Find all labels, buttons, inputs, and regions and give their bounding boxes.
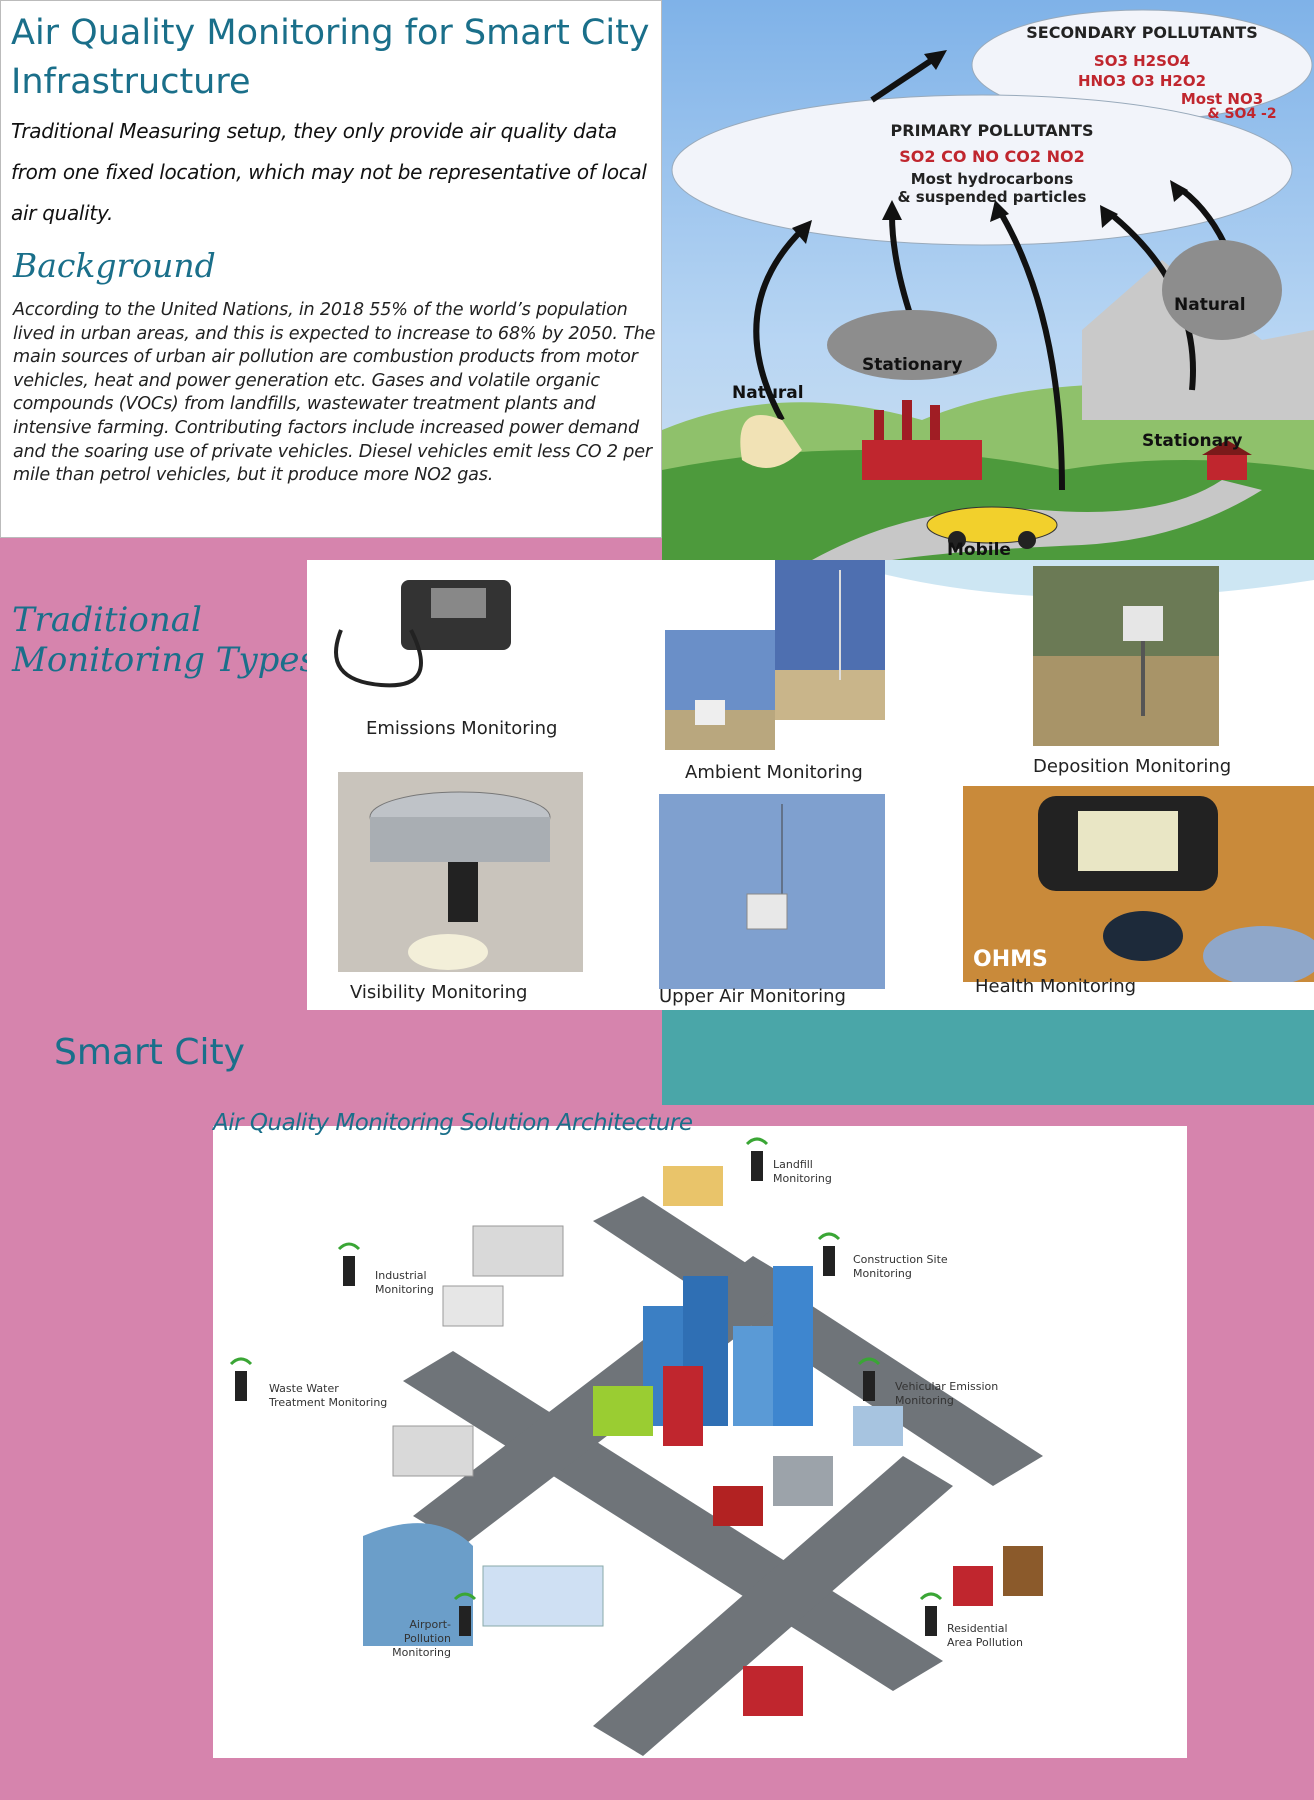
wastewater-sensor-icon [235, 1371, 247, 1401]
intro-panel: Air Quality Monitoring for Smart City In… [0, 0, 662, 538]
landfill-sensor-icon [751, 1151, 763, 1181]
poster-title: Air Quality Monitoring for Smart City In… [11, 13, 650, 102]
arrowhead-2 [792, 220, 812, 244]
deposition-monitoring-label: Deposition Monitoring [1033, 756, 1232, 777]
arrow-mobile [999, 213, 1065, 491]
construction-sensor-icon [823, 1246, 835, 1276]
visibility-monitoring-label: Visibility Monitoring [350, 982, 528, 1003]
vehicular-sensor-icon [863, 1371, 875, 1401]
upper-air-photo-image [659, 794, 885, 989]
emissions-device-image [334, 580, 511, 688]
airport-sensor-icon [459, 1606, 471, 1636]
arrowhead-5 [1100, 205, 1118, 228]
city-buildings [363, 1166, 1043, 1716]
airport-monitoring-label: Airport- Pollution Monitoring [392, 1618, 451, 1659]
primary-formulas: SO2 CO NO CO2 NO2 [899, 147, 1084, 166]
residential-sensor-icon [925, 1606, 937, 1636]
traditional-heading-line2: Monitoring Types [12, 640, 318, 680]
primary-line2: & suspended particles [897, 188, 1086, 206]
emissions-monitoring-label: Emissions Monitoring [366, 718, 558, 739]
secondary-line4: & SO4 -2 [1207, 106, 1276, 122]
pollutants-illustration: SECONDARY POLLUTANTS SO3 H2SO4 HNO3 O3 H… [662, 9, 1314, 560]
wastewater-monitoring-label: Waste Water Treatment Monitoring [269, 1382, 388, 1409]
architecture-title: Air Quality Monitoring Solution Architec… [213, 1110, 693, 1136]
label-natural-right: Natural [1174, 295, 1246, 315]
label-stationary-center: Stationary [862, 355, 963, 375]
secondary-line3: Most NO3 [1181, 90, 1263, 108]
arrowhead-3 [882, 200, 902, 220]
ohms-label: OHMS [973, 947, 1048, 972]
architecture-diagram: Landfill Monitoring Construction Site Mo… [213, 1126, 1187, 1758]
vehicular-monitoring-label: Vehicular Emission Monitoring [895, 1380, 999, 1407]
health-monitoring-label: Health Monitoring [975, 976, 1137, 997]
arrowhead-6 [1170, 180, 1188, 202]
wifi-icons [229, 1137, 943, 1601]
deposition-photo-image [1033, 566, 1219, 746]
natural-dust [740, 415, 802, 468]
primary-cloud [671, 94, 1293, 246]
sensor-icons [235, 1151, 937, 1636]
teal-accent-block [662, 1010, 1314, 1105]
residential-monitoring-label: Residential Area Pollution [947, 1622, 1023, 1649]
mountain-shape [1082, 260, 1314, 420]
visibility-device-image [338, 772, 583, 972]
label-stationary-right: Stationary [1142, 431, 1243, 451]
poster-subtitle: Traditional Measuring setup, they only p… [11, 119, 647, 225]
primary-title: PRIMARY POLLUTANTS [891, 121, 1094, 140]
house-icon [1207, 455, 1247, 480]
pollutants-diagram: SECONDARY POLLUTANTS SO3 H2SO4 HNO3 O3 H… [662, 0, 1314, 560]
label-mobile: Mobile [947, 540, 1011, 560]
background-heading: Background [13, 246, 216, 285]
smart-city-heading: Smart City [54, 1032, 245, 1073]
industrial-sensor-icon [343, 1256, 355, 1286]
industrial-monitoring-label: Industrial Monitoring [375, 1269, 434, 1296]
traditional-heading-line1: Traditional [12, 600, 202, 640]
construction-monitoring-label: Construction Site Monitoring [853, 1253, 948, 1280]
car-icon [926, 506, 1058, 544]
label-natural-left: Natural [732, 383, 804, 403]
traditional-heading: Traditional Monitoring Types [12, 600, 317, 680]
arrowhead-4 [990, 200, 1009, 222]
ambient-photo-image [665, 560, 885, 750]
stationary-smoke [827, 310, 997, 380]
arrow-stationary [889, 214, 915, 321]
arrow-natural-left [753, 227, 805, 422]
primary-line1: Most hydrocarbons [911, 170, 1074, 188]
arrowhead-1 [924, 50, 947, 70]
background-body: According to the United Nations, in 2018… [13, 300, 656, 486]
factory-icon [862, 440, 982, 480]
secondary-title: SECONDARY POLLUTANTS [1026, 23, 1257, 42]
ambient-monitoring-label: Ambient Monitoring [685, 762, 863, 783]
arrow-heads [792, 50, 1188, 244]
smart-city-illustration [229, 1137, 1043, 1756]
health-device-image: OHMS [963, 786, 1314, 982]
landfill-monitoring-label: Landfill Monitoring [773, 1158, 832, 1185]
secondary-line1: SO3 H2SO4 [1094, 52, 1190, 70]
natural-smoke [1162, 240, 1282, 340]
monitoring-types-panel: Emissions Monitoring Ambient Monitoring … [307, 560, 1314, 1010]
upper-air-monitoring-label: Upper Air Monitoring [659, 986, 846, 1007]
secondary-line2: HNO3 O3 H2O2 [1078, 72, 1206, 90]
arrow-up-secondary [870, 57, 934, 103]
